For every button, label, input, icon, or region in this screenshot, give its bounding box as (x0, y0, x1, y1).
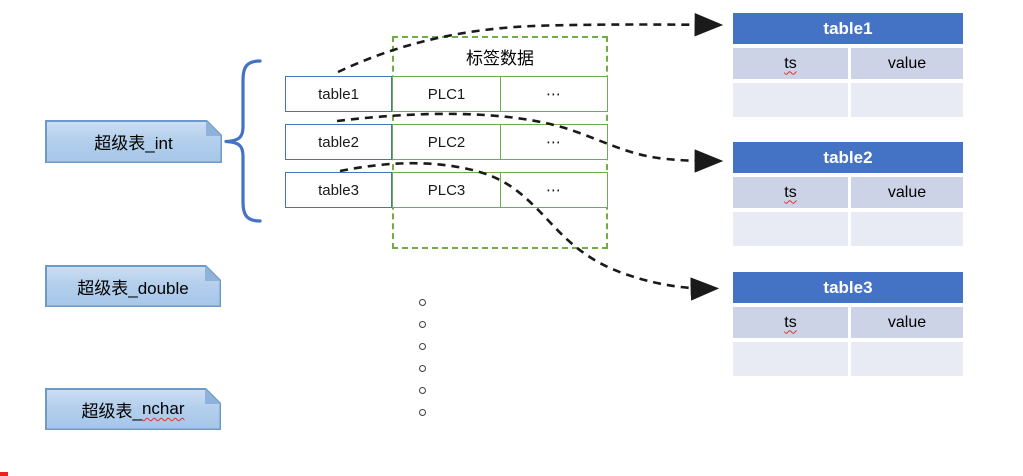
ellipsis-dot (419, 299, 426, 306)
tag-ellipsis-cell: ⋯ (501, 124, 608, 160)
mapping-row-table3: table3 PLC3 ⋯ (285, 172, 608, 208)
ellipsis-dot (419, 365, 426, 372)
detail-table-table1: table1 ts value (733, 13, 963, 121)
supertable-int-shape: 超级表_int (45, 120, 222, 163)
supertable-int-label: 超级表_int (94, 134, 173, 153)
table2-empty-row (733, 212, 963, 246)
subtable-name-cell: table1 (285, 76, 392, 112)
tag-plc-cell: PLC3 (392, 172, 501, 208)
mapping-row-table2: table2 PLC2 ⋯ (285, 124, 608, 160)
ellipsis-dot (419, 343, 426, 350)
ellipsis-dot (419, 409, 426, 416)
mapping-row-table1: table1 PLC1 ⋯ (285, 76, 608, 112)
value-column-header: value (851, 307, 963, 338)
ts-column-header: ts (733, 177, 848, 208)
supertable-nchar-shape: 超级表_nchar (45, 388, 221, 430)
empty-cell (733, 83, 848, 117)
table1-header: table1 (733, 13, 963, 44)
tag-ellipsis-cell: ⋯ (501, 172, 608, 208)
supertable-double-shape: 超级表_double (45, 265, 221, 307)
empty-cell (733, 342, 848, 376)
subtable-name-cell: table3 (285, 172, 392, 208)
table3-empty-row (733, 342, 963, 376)
callout-fill (47, 267, 220, 306)
empty-cell (733, 212, 848, 246)
empty-cell (851, 342, 963, 376)
table3-column-row: ts value (733, 307, 963, 338)
ts-column-header: ts (733, 48, 848, 79)
ts-column-header: ts (733, 307, 848, 338)
value-column-header: value (851, 48, 963, 79)
tag-plc-cell: PLC1 (392, 76, 501, 112)
callout-fill (47, 122, 221, 162)
ellipsis-dot (419, 387, 426, 394)
callout-fill (47, 390, 220, 429)
empty-cell (851, 212, 963, 246)
ellipsis-dot (419, 321, 426, 328)
value-column-header: value (851, 177, 963, 208)
empty-cell (851, 83, 963, 117)
curly-brace (224, 59, 262, 223)
table3-header: table3 (733, 272, 963, 303)
tag-plc-cell: PLC2 (392, 124, 501, 160)
detail-table-table2: table2 ts value (733, 142, 963, 250)
table1-column-row: ts value (733, 48, 963, 79)
supertable-double-label: 超级表_double (77, 278, 189, 298)
detail-table-table3: table3 ts value (733, 272, 963, 380)
tag-data-title: 标签数据 (466, 49, 534, 68)
table2-header: table2 (733, 142, 963, 173)
subtable-name-cell: table2 (285, 124, 392, 160)
red-fragment (0, 472, 8, 476)
table2-column-row: ts value (733, 177, 963, 208)
table1-empty-row (733, 83, 963, 117)
tag-ellipsis-cell: ⋯ (501, 76, 608, 112)
supertable-nchar-label: 超级表_nchar (81, 399, 185, 421)
